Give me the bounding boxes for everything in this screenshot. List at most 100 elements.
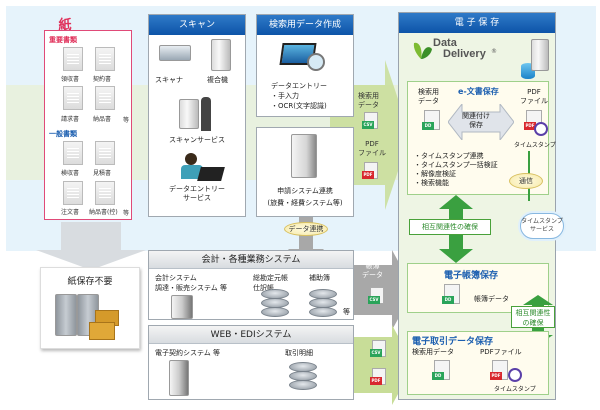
scan-panel: スキャン スキャナ 複合機 スキャンサービス データエントリー サービス	[148, 14, 246, 217]
transaction-pdf-label: PDFファイル	[480, 348, 522, 356]
transaction-storage-section: 電子取引データ保存 検索用データ PDFファイル DD PDF タイムスタンプ	[407, 331, 549, 395]
magnifier-icon	[307, 53, 325, 71]
doc-label: 注文書	[61, 209, 80, 216]
ledger-data-flow-label: 帳簿 データ	[362, 262, 383, 279]
edoc-timestamp-label: タイムスタンプ	[514, 142, 556, 149]
travel-expense-label: (旅費・経費システム等)	[267, 199, 343, 207]
transaction-title: 電子取引データ保存	[412, 337, 494, 347]
webedi-system-panel: WEB・EDIシステム 電子契約システム 等 取引明細	[148, 325, 354, 400]
document-icon	[63, 47, 83, 71]
interop-label-2: 相互関連性 の確保	[511, 306, 555, 328]
edoc-storage-section: e-文書保存 検索用 データ DD 関連付け 保存 PDF ファイル PDF タ…	[407, 81, 556, 195]
document-icon	[95, 141, 115, 165]
webedi-header: WEB・EDIシステム	[149, 326, 353, 344]
registered-mark: ®	[491, 48, 497, 55]
pdf-file-flow-label: PDF ファイル	[358, 140, 386, 157]
search-data-header: 検索用データ作成	[257, 15, 353, 35]
search-data-panel: 検索用データ作成 データエントリー ・手入力 ・OCR(文字認識)	[256, 14, 354, 117]
bullet-ocr: ・OCR(文字認識)	[271, 102, 327, 110]
document-icon	[63, 141, 83, 165]
data-entry-service-label: データエントリー サービス	[169, 185, 225, 202]
general-docs-label: 一般書類	[49, 130, 77, 138]
dd-badge: DD	[442, 296, 454, 304]
etc-label: 等	[343, 308, 350, 316]
csv-file-icon: CSV	[362, 112, 378, 129]
document-icon	[63, 86, 83, 110]
procurement-system-label: 調達・販売システム 等	[155, 284, 228, 292]
cabinet-icon	[55, 294, 77, 336]
doc-label: 検収書	[61, 170, 80, 177]
scan-service-device-icon	[179, 99, 199, 129]
electronic-storage-header: 電 子 保 存	[399, 13, 555, 33]
electronic-storage-panel: 電 子 保 存 Data Delivery ® e-文書保存 検索用 データ D…	[398, 12, 556, 400]
doc-label: 請求書	[61, 116, 80, 123]
transaction-details-label: 取引明細	[285, 349, 313, 357]
doc-label: 納品書(控)	[89, 209, 118, 216]
dd-file-icon: DD	[442, 284, 460, 304]
bidirectional-arrow-icon	[448, 104, 514, 140]
link-storage-label: 関連付け 保存	[462, 112, 490, 129]
search-data-flow-label: 検索用 データ	[358, 92, 379, 109]
scanner-label: スキャナ	[155, 76, 183, 84]
interop-label-1: 相互関連性の確保	[409, 219, 491, 235]
paper-title: 紙	[58, 18, 72, 33]
csv-file-icon: CSV	[370, 340, 386, 357]
no-paper-storage-box: 紙保存不要	[40, 267, 140, 349]
no-paper-label: 紙保存不要	[67, 277, 113, 287]
database-icon	[261, 289, 289, 321]
operator-icon	[185, 153, 197, 165]
data-link-label: データ連携	[284, 222, 328, 236]
person-icon	[201, 97, 211, 131]
dd-file-icon: DD	[422, 110, 440, 130]
server-icon	[531, 39, 549, 71]
pdf-badge: PDF	[524, 122, 536, 130]
ledger-data-label: 帳簿データ	[474, 295, 509, 303]
copier-icon	[211, 39, 231, 71]
doc-label: 契約書	[93, 76, 112, 83]
timestamp-service-cloud: タイムスタンプ サービス	[520, 213, 564, 239]
doc-label: 納品書	[93, 116, 112, 123]
csv-badge: CSV	[370, 349, 382, 357]
dd-badge: DD	[422, 122, 434, 130]
doc-label: 領収書	[61, 76, 80, 83]
journal-label: 仕訳帳	[253, 284, 274, 292]
dd-file-icon: DD	[432, 360, 450, 380]
etc-label: 等	[123, 117, 130, 124]
general-ledger-label: 総勘定元帳	[253, 274, 288, 282]
transaction-search-data-label: 検索用データ	[412, 348, 454, 356]
accounting-system-label: 会計システム	[155, 274, 197, 282]
edoc-features-list: ・タイムスタンプ連携 ・タイムスタンプ一括検証 ・解像度検証 ・検索機能	[414, 152, 498, 188]
database-icon	[309, 289, 337, 321]
application-system-label: 申請システム連携	[277, 187, 333, 195]
pdf-badge: PDF	[362, 171, 374, 179]
dd-badge: DD	[432, 372, 444, 380]
scan-header: スキャン	[149, 15, 245, 35]
pdf-file-icon: PDF	[362, 162, 378, 179]
bullet-manual: ・手入力	[271, 92, 299, 100]
document-icon	[63, 181, 83, 205]
csv-badge: CSV	[362, 121, 374, 129]
brand-name-line1: Data	[433, 37, 457, 49]
document-icon	[95, 47, 115, 71]
laptop-icon	[197, 167, 225, 181]
pdf-file-icon: PDF	[370, 368, 386, 385]
ledger-title: 電子帳簿保存	[444, 271, 499, 281]
data-delivery-logo-icon	[413, 42, 432, 59]
pdf-badge: PDF	[370, 377, 382, 385]
database-icon	[289, 362, 317, 394]
document-icon	[95, 86, 115, 110]
feature-item: ・検索機能	[414, 179, 449, 187]
accounting-header: 会計・各種業務システム	[149, 251, 353, 269]
pdf-file-icon: PDF	[490, 360, 508, 380]
doc-label: 見積書	[93, 170, 112, 177]
timestamp-clock-icon	[534, 122, 548, 136]
accounting-system-panel: 会計・各種業務システム 会計システム 調達・販売システム 等 総勘定元帳 仕訳帳…	[148, 250, 354, 320]
feature-item: ・タイムスタンプ一括検証	[414, 161, 498, 169]
edoc-search-data-label: 検索用 データ	[418, 88, 439, 105]
csv-badge: CSV	[368, 296, 380, 304]
box-icon	[89, 322, 115, 340]
etc-label: 等	[123, 210, 130, 217]
transaction-timestamp-label: タイムスタンプ	[494, 386, 536, 393]
scan-service-label: スキャンサービス	[169, 136, 225, 144]
copier-label: 複合機	[207, 76, 228, 84]
